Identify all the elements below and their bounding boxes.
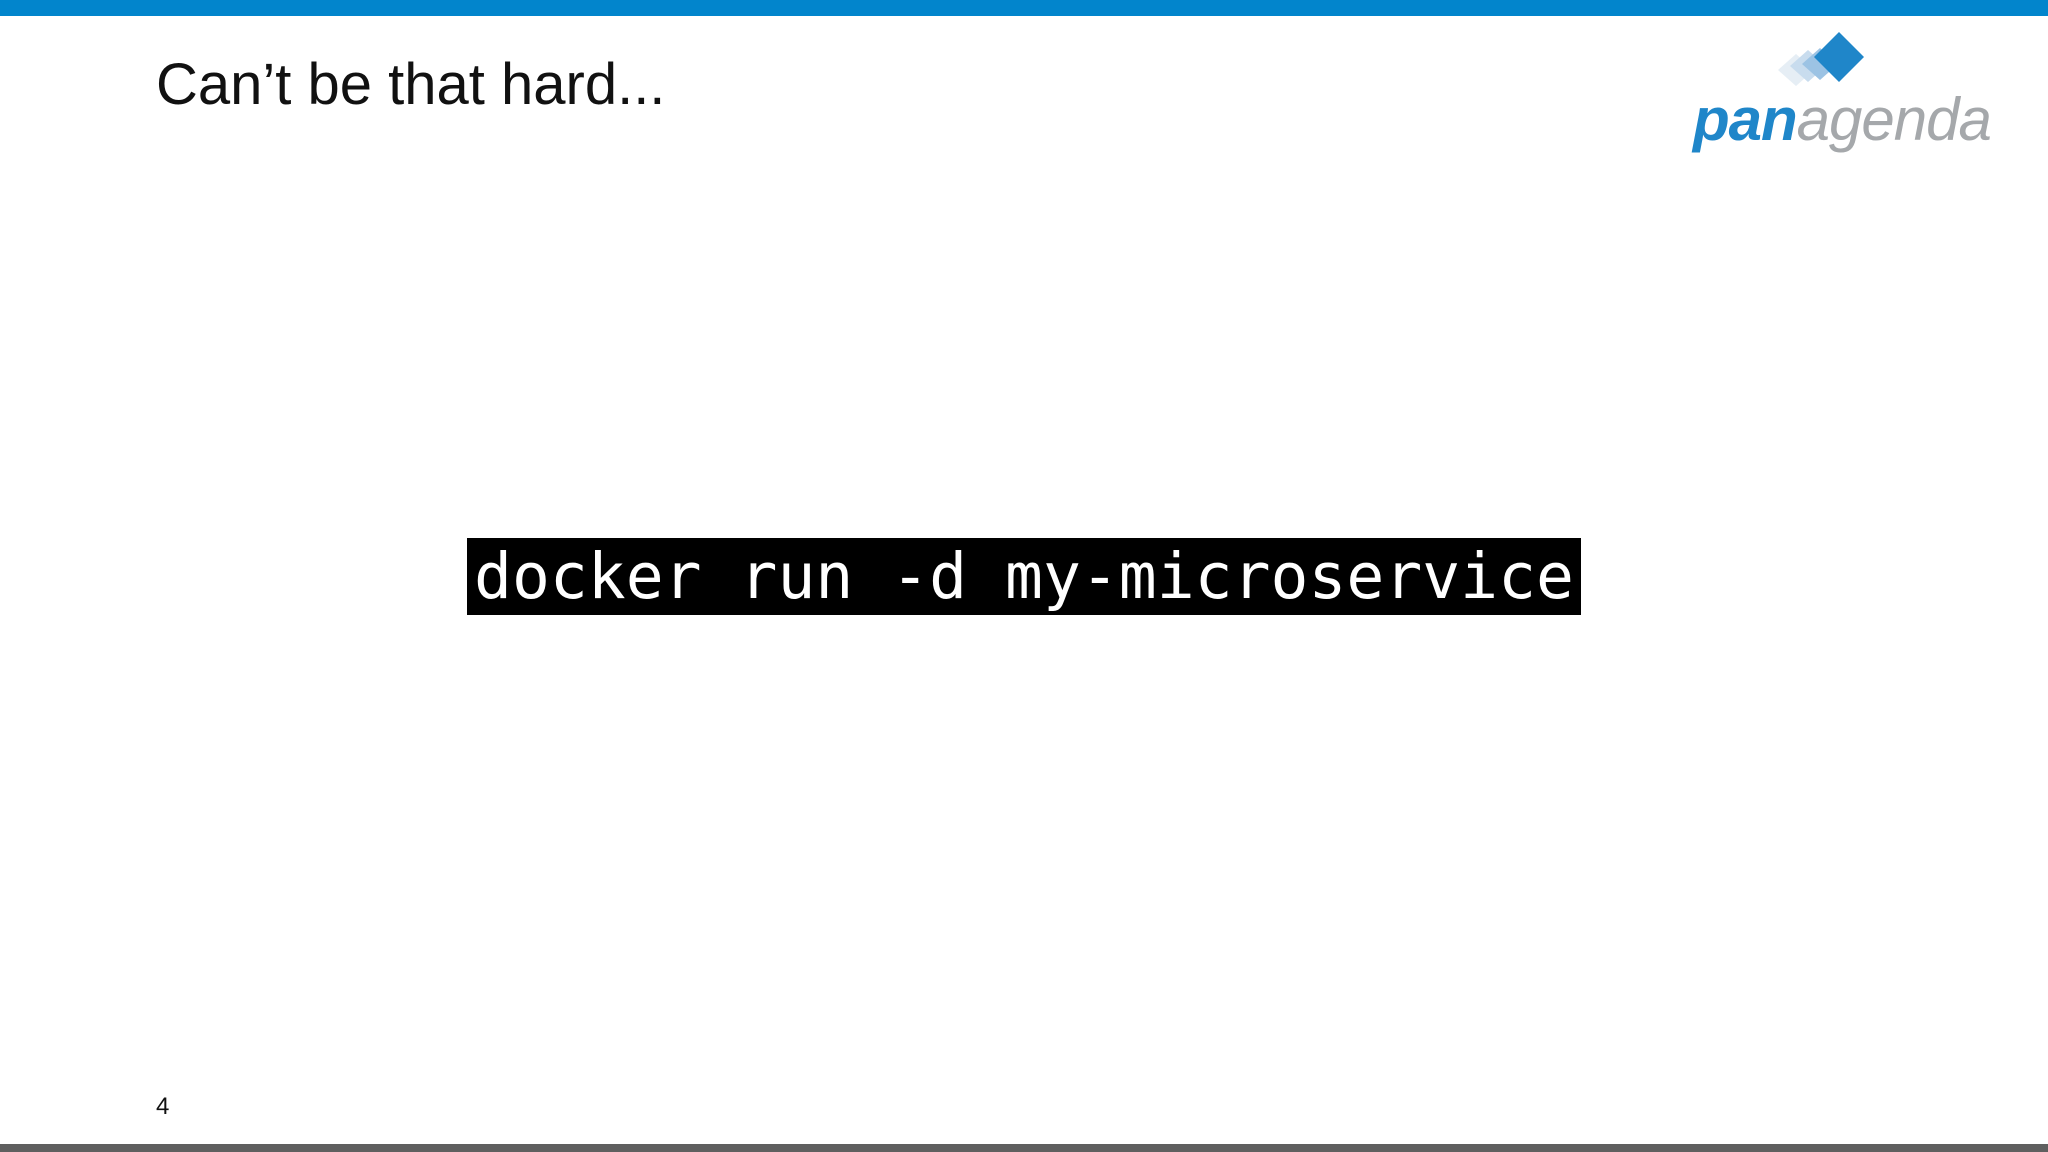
page-number: 4 (156, 1093, 170, 1120)
logo-wordmark-agenda: agenda (1796, 86, 1992, 153)
panagenda-logo: panagenda (1688, 30, 2018, 153)
bottom-bar (0, 1144, 2048, 1152)
top-accent-bar (0, 0, 2048, 16)
logo-wordmark-pan: pan (1693, 86, 1798, 153)
panagenda-diamond-logo-icon (1778, 32, 1864, 86)
docker-command-code: docker run -d my-microservice (467, 538, 1581, 615)
slide-title: Can’t be that hard... (156, 52, 666, 117)
panagenda-wordmark: panagenda (1693, 80, 1992, 160)
